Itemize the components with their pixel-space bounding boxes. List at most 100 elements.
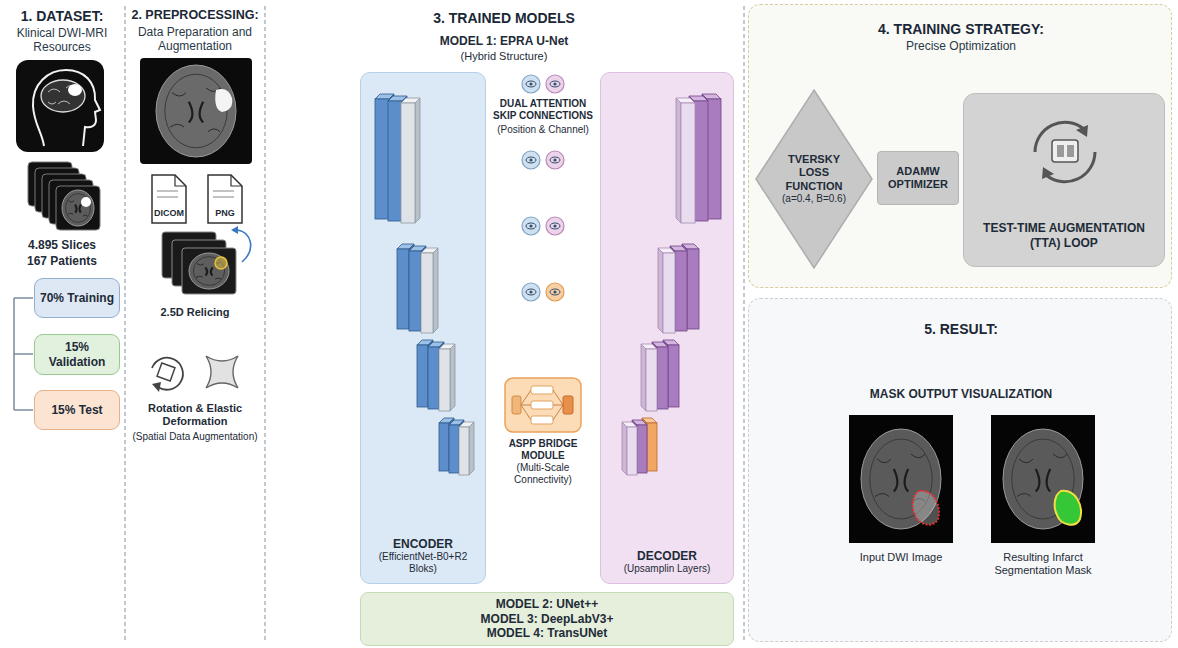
brain-sulcus: [215, 278, 221, 279]
file-type: DICOM: [154, 208, 184, 219]
dwi-image-ground: [849, 415, 953, 543]
attention-pupil: [529, 158, 532, 161]
layer-top: [702, 94, 721, 99]
layer-side: [702, 94, 707, 219]
model-name: MODEL 4: TransUNet: [487, 626, 607, 640]
decoder-block-drawing: [622, 94, 721, 475]
brain-sulcus: [172, 93, 186, 96]
aspp-branch: [531, 416, 553, 424]
image-caption: Input DWI Image: [841, 551, 961, 564]
aspp-branch: [531, 401, 553, 409]
attention-pupil: [529, 224, 532, 227]
slice-stack-slice: [28, 162, 72, 206]
preprocessing-panel-drawing: [140, 58, 252, 392]
decision-diamond-art: [755, 89, 873, 269]
layer-top: [642, 418, 657, 423]
layer-top: [632, 420, 647, 425]
brain-ventricle: [205, 267, 212, 275]
slice-lesion: [81, 197, 91, 207]
step-label: 2.5D Relicing: [126, 306, 264, 319]
attention-icon: [546, 217, 564, 235]
relicing-slice: [172, 240, 226, 286]
panel-separator: [743, 6, 744, 642]
process-box: TEST-TIME AUGMENTATION (TTA) LOOP: [963, 93, 1165, 267]
loop-arrowhead: [1076, 125, 1088, 137]
attention-eye: [550, 223, 560, 229]
head-profile: [33, 70, 100, 146]
aspp-module: ASPP BRIDGE MODULE(Multi-Scale Connectiv…: [487, 376, 599, 496]
aspp-branch-line: [553, 390, 563, 405]
brain-outline: [861, 429, 941, 529]
attention-icon: [522, 151, 540, 169]
brain-outline: [62, 190, 94, 226]
mri-lesion: [215, 89, 232, 112]
model-name: MODEL 2: UNet++: [496, 597, 598, 611]
brain-sulcus: [206, 88, 220, 91]
decoder-block-art: [601, 73, 735, 585]
layer-side: [450, 344, 455, 411]
brain-sulcus: [68, 201, 74, 202]
layer-front: [657, 347, 668, 409]
brain-sulcus: [196, 276, 203, 277]
aspp-branch-line: [521, 405, 531, 406]
layer-front: [647, 423, 657, 471]
attention-pupil: [529, 290, 532, 293]
head-brain: [41, 80, 85, 112]
decoder-block: DECODER(Upsamplin Layers): [600, 72, 734, 584]
panel-separator: [264, 6, 265, 642]
layer-side: [469, 422, 474, 475]
split-label: 15% Validation: [39, 340, 115, 369]
layer-front: [397, 249, 409, 329]
brain-sulcus: [83, 215, 88, 216]
split-bracket: [13, 298, 15, 410]
brain-sulcus: [913, 498, 925, 501]
aspp-output: [563, 396, 573, 414]
panel-heading: 2. PREPROCESSING:: [126, 8, 264, 23]
head-brain-fold: [48, 89, 60, 92]
layer-top: [682, 244, 699, 249]
block-label: ENCODER: [393, 537, 453, 551]
split-bracket: [14, 353, 33, 355]
loop-arrowhead: [1042, 167, 1054, 179]
result-panel: 5. RESULT: MASK OUTPUT VISUALIZATION Input…: [748, 298, 1172, 642]
file-icon-line: [213, 190, 234, 191]
attention-eye: [526, 289, 536, 295]
brain-sulcus: [911, 454, 925, 458]
infarct-outline: [913, 491, 939, 525]
panel-separator: [124, 6, 125, 642]
block-note: (EfficientNet-B0+R2 Bloks): [365, 551, 481, 575]
layer-front: [637, 425, 647, 473]
decision-diamond-drawing: [756, 90, 872, 268]
file-icon-outline: [208, 175, 242, 223]
attention-eye: [526, 223, 536, 229]
loss-name: TVERSKY LOSS FUNCTION: [778, 153, 850, 193]
loop-model-box: [1052, 140, 1078, 162]
layer-top: [670, 246, 687, 251]
layer-side: [439, 342, 444, 409]
panel-heading: 3. TRAINED MODELS: [266, 10, 742, 27]
decoder-layers: [622, 94, 721, 475]
aspp-module-drawing: [505, 378, 581, 432]
loop-model-part: [1067, 145, 1074, 157]
decision-diamond: TVERSKY LOSS FUNCTION(a=0.4, B=0.6): [755, 89, 873, 269]
preprocessing-panel: 2. PREPROCESSING:Data Preparation and Au…: [126, 0, 264, 648]
panel-subtitle: MASK OUTPUT VISUALIZATION: [749, 387, 1173, 401]
layer-top: [622, 422, 637, 427]
aspp-branch-line: [553, 405, 563, 406]
brain-ventricle: [75, 204, 81, 212]
attention-icon: [546, 283, 564, 301]
brain-sulcus: [197, 264, 204, 265]
brain-cortex: [1012, 439, 1074, 519]
layer-side: [658, 248, 663, 333]
process-label: ADAMW OPTIMIZER: [882, 165, 954, 191]
relicing-highlight: [215, 257, 227, 269]
loop-arrow: [1035, 122, 1084, 152]
mri-ground: [140, 58, 252, 164]
aspp-branch-line: [521, 390, 531, 405]
attention-eye: [526, 81, 536, 87]
panel-heading: 5. RESULT:: [749, 321, 1173, 338]
skip-label: DUAL ATTENTION SKIP CONNECTIONS: [488, 98, 598, 122]
block-label: ASPP BRIDGE MODULE: [491, 438, 595, 462]
layer-top: [439, 418, 454, 423]
layer-side: [459, 420, 464, 473]
